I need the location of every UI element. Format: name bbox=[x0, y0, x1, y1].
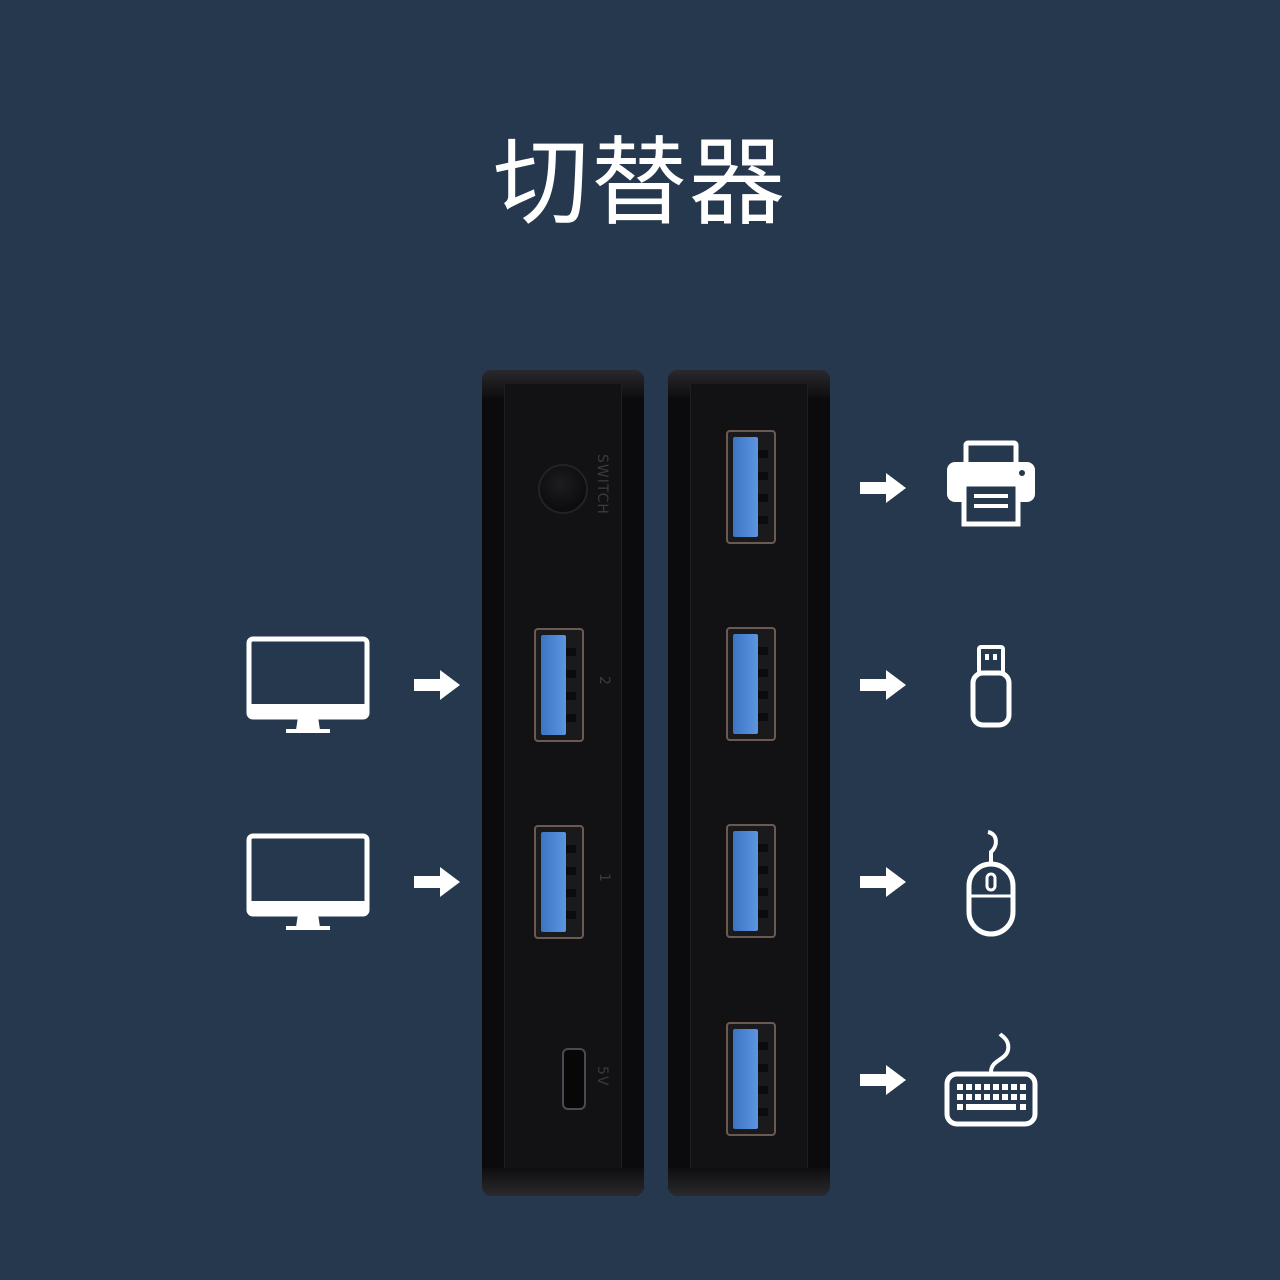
monitor-icon bbox=[246, 833, 370, 930]
micro-usb-power-port[interactable] bbox=[562, 1048, 586, 1110]
arrow-right-icon bbox=[860, 473, 906, 503]
usb-input-port-1[interactable] bbox=[534, 825, 584, 939]
switch-button[interactable] bbox=[538, 464, 588, 514]
switch-label: SWITCH bbox=[594, 454, 610, 515]
page-title: 切替器 bbox=[493, 127, 787, 239]
usb-output-port[interactable] bbox=[726, 1022, 776, 1136]
port-number-label: 1 bbox=[596, 873, 612, 883]
switch-device-input-side: SWITCH 2 1 5V bbox=[482, 370, 644, 1196]
usb-output-port[interactable] bbox=[726, 430, 776, 544]
arrow-right-icon bbox=[860, 670, 906, 700]
arrow-right-icon bbox=[414, 867, 460, 897]
usb-output-port[interactable] bbox=[726, 824, 776, 938]
usb-output-port[interactable] bbox=[726, 627, 776, 741]
printer-icon bbox=[947, 440, 1035, 527]
arrow-right-icon bbox=[860, 1065, 906, 1095]
port-number-label: 2 bbox=[596, 676, 612, 686]
panel-cap bbox=[668, 1168, 830, 1196]
power-label: 5V bbox=[594, 1066, 610, 1087]
arrow-right-icon bbox=[860, 867, 906, 897]
arrow-right-icon bbox=[414, 670, 460, 700]
usb-drive-icon bbox=[970, 645, 1012, 728]
mouse-icon bbox=[966, 830, 1016, 937]
switch-device-output-side bbox=[668, 370, 830, 1196]
keyboard-icon bbox=[944, 1032, 1038, 1127]
monitor-icon bbox=[246, 636, 370, 733]
panel-cap bbox=[482, 1168, 644, 1196]
usb-input-port-2[interactable] bbox=[534, 628, 584, 742]
